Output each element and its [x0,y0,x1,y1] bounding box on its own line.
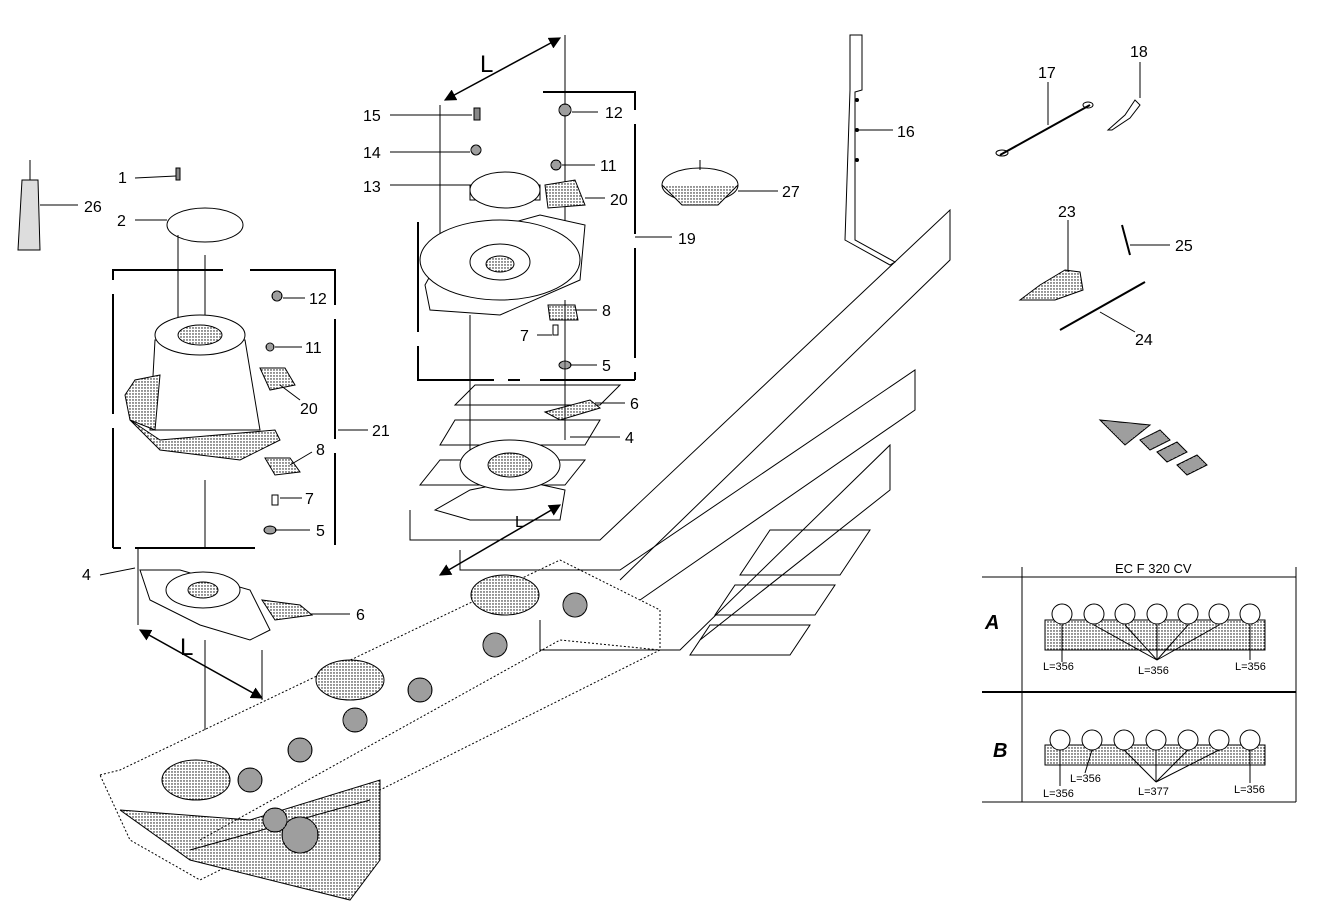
right-assembly [417,35,739,521]
dimension-lines [138,37,562,699]
callout-8: 8 [316,442,325,459]
dim-label-middle: L [515,514,524,531]
row-a-length-3: L=356 [1235,661,1266,673]
callout-8b: 8 [602,303,611,320]
callout-17: 17 [1038,65,1056,82]
callout-16: 16 [897,124,915,141]
callout-18: 18 [1130,44,1148,61]
callout-21: 21 [372,423,390,440]
callout-7: 7 [305,491,314,508]
callout-6: 6 [356,607,365,624]
loose-parts [844,34,1208,476]
callout-27: 27 [782,184,800,201]
row-b-length-4: L=356 [1234,784,1265,796]
callout-4b: 4 [625,430,634,447]
table-header: EC F 320 CV [1115,561,1192,576]
row-b-length-1: L=356 [1043,788,1074,800]
row-a-length-2: L=356 [1138,665,1169,677]
callout-14: 14 [363,145,381,162]
row-a-length-1: L=356 [1043,661,1074,673]
callout-1: 1 [118,170,127,187]
row-b-discs [1044,729,1266,766]
row-a-leaders [1061,624,1251,662]
config-table: EC F 320 CV A L=356 L=356 L=356 B [982,561,1297,803]
row-b-leaders [1059,749,1251,786]
callout-13: 13 [363,179,381,196]
leader-lines [40,62,1170,615]
left-assembly [17,160,336,730]
row-a-label: A [984,612,999,634]
callout-11b: 11 [600,158,617,175]
callout-6b: 6 [630,396,639,413]
callout-7b: 7 [520,328,529,345]
callout-12b: 12 [605,105,623,122]
callout-5: 5 [316,523,325,540]
callout-23: 23 [1058,204,1076,221]
callout-4: 4 [82,567,91,584]
callout-20: 20 [300,401,318,418]
row-b-length-3: L=377 [1138,786,1169,798]
callout-5b: 5 [602,358,611,375]
row-b-length-2: L=356 [1070,773,1101,785]
callout-2: 2 [117,213,126,230]
row-a-discs [1044,603,1266,651]
cutter-bar [99,559,661,901]
callout-26: 26 [84,199,102,216]
dim-label-left: L [180,634,193,661]
callout-15: 15 [363,108,381,125]
callout-20b: 20 [610,192,628,209]
callouts: 1 2 26 12 11 20 21 8 7 5 4 6 15 14 13 12… [82,44,1193,624]
callout-19: 19 [678,231,696,248]
callout-11: 11 [305,340,322,357]
callout-25: 25 [1175,238,1193,255]
callout-12: 12 [309,291,327,308]
dim-label-top: L [480,51,493,78]
callout-24: 24 [1135,332,1153,349]
row-b-label: B [993,740,1007,762]
